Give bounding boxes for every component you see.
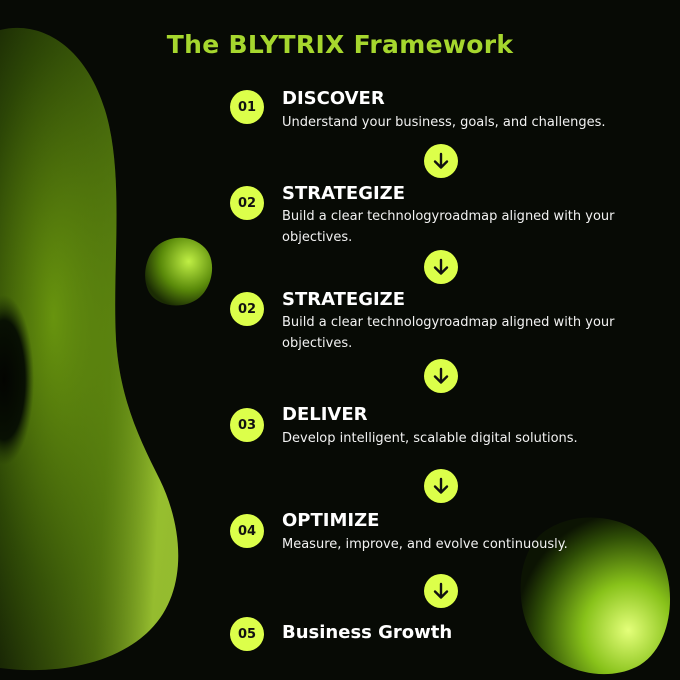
step-number-badge: 02	[230, 292, 264, 326]
large-blob-highlight	[0, 27, 179, 671]
arrow-down-icon	[424, 359, 458, 393]
step-number-badge: 02	[230, 186, 264, 220]
step-title: DISCOVER	[282, 88, 385, 109]
step-number-badge: 04	[230, 514, 264, 548]
step-title: Business Growth	[282, 622, 453, 643]
arrow-down-icon	[424, 144, 458, 178]
step-description: Understand your business, goals, and cha…	[282, 115, 606, 130]
page-title: The BLYTRIX Framework	[166, 30, 514, 59]
step-number-badge: 05	[230, 617, 264, 651]
step-title: STRATEGIZE	[282, 183, 406, 204]
step-title: DELIVER	[282, 404, 368, 425]
arrow-down-icon	[424, 574, 458, 608]
arrow-down-icon	[424, 250, 458, 284]
blob-hole	[0, 295, 34, 465]
step-description: Develop intelligent, scalable digital so…	[282, 431, 578, 446]
step-title: OPTIMIZE	[282, 510, 380, 531]
step-number-badge: 01	[230, 90, 264, 124]
step-description: Build a clear technologyroadmap aligned …	[282, 209, 615, 245]
step-title: STRATEGIZE	[282, 289, 406, 310]
step-description: Measure, improve, and evolve continuousl…	[282, 537, 568, 552]
small-green-blob	[145, 237, 213, 306]
arrow-down-icon	[424, 469, 458, 503]
bottom-right-green-blob	[520, 517, 671, 675]
step-description: Build a clear technologyroadmap aligned …	[282, 315, 615, 351]
step-number-badge: 03	[230, 408, 264, 442]
